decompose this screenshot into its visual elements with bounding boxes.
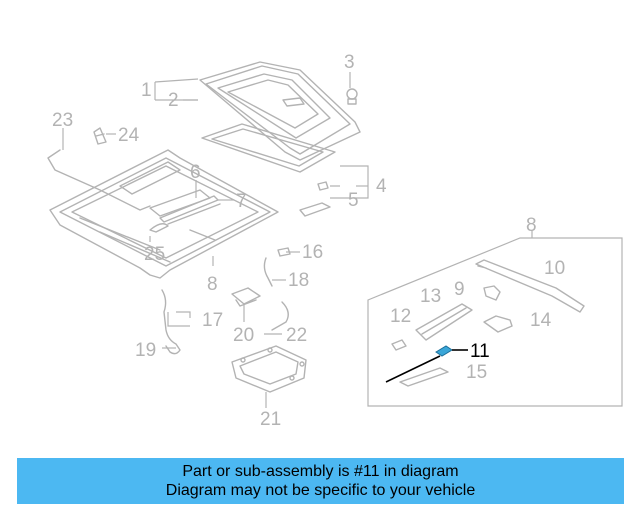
callout-5: 5 xyxy=(348,190,359,211)
callout-6: 6 xyxy=(190,162,201,183)
callout-14: 14 xyxy=(530,310,552,331)
callout-21: 21 xyxy=(260,409,281,430)
drain-tube-part xyxy=(47,149,151,211)
bracket-part xyxy=(93,127,107,145)
motor-part xyxy=(483,315,513,333)
callout-8b: 8 xyxy=(526,215,537,236)
callout-10: 10 xyxy=(544,258,565,279)
callout-17: 17 xyxy=(202,310,223,331)
info-banner: Part or sub-assembly is #11 in diagram D… xyxy=(17,458,624,504)
pointer-line-11 xyxy=(385,355,441,383)
callout-19: 19 xyxy=(135,340,156,361)
side-rail-part xyxy=(475,259,585,313)
callout-22: 22 xyxy=(286,325,307,346)
roof-frame-part xyxy=(49,149,279,279)
rail-part xyxy=(159,195,221,225)
callout-23: 23 xyxy=(52,110,73,131)
callout-15: 15 xyxy=(466,362,487,383)
switch-part xyxy=(231,287,261,307)
highlighted-part-11[interactable] xyxy=(435,345,453,357)
callout-24: 24 xyxy=(118,125,140,146)
callout-9: 9 xyxy=(454,279,465,300)
lower-rail-part xyxy=(399,367,449,387)
cable-part xyxy=(271,301,289,331)
callout-3: 3 xyxy=(344,52,355,73)
callout-13: 13 xyxy=(420,286,441,307)
guide-part xyxy=(415,303,473,341)
frame-part xyxy=(201,123,336,173)
banner-line-1: Part or sub-assembly is #11 in diagram xyxy=(182,463,459,480)
callout-1: 1 xyxy=(141,80,152,101)
banner-line-2: Diagram may not be specific to your vehi… xyxy=(165,482,476,499)
tray-part xyxy=(231,345,307,393)
bolt-part xyxy=(346,88,358,105)
callout-7: 7 xyxy=(236,191,247,212)
deflector-part xyxy=(149,223,169,233)
callout-18: 18 xyxy=(288,270,309,291)
callout-8a: 8 xyxy=(207,274,218,295)
small-clip-part xyxy=(391,339,407,351)
hose-part xyxy=(263,257,273,287)
callout-2: 2 xyxy=(168,90,179,111)
screw-part xyxy=(277,247,291,257)
callout-16: 16 xyxy=(302,242,323,263)
callout-20: 20 xyxy=(233,325,254,346)
callout-12: 12 xyxy=(390,306,411,327)
parts-diagram: 1 2 3 4 5 6 7 8 8 9 10 11 12 13 14 15 16… xyxy=(47,52,623,430)
glass-panel-part xyxy=(199,61,361,161)
callout-25: 25 xyxy=(144,244,165,265)
drain-hose-part xyxy=(161,289,181,355)
inset-bracket-part xyxy=(483,285,501,301)
clip-parts xyxy=(299,181,331,217)
callout-11: 11 xyxy=(470,341,490,362)
callout-4: 4 xyxy=(376,176,387,197)
